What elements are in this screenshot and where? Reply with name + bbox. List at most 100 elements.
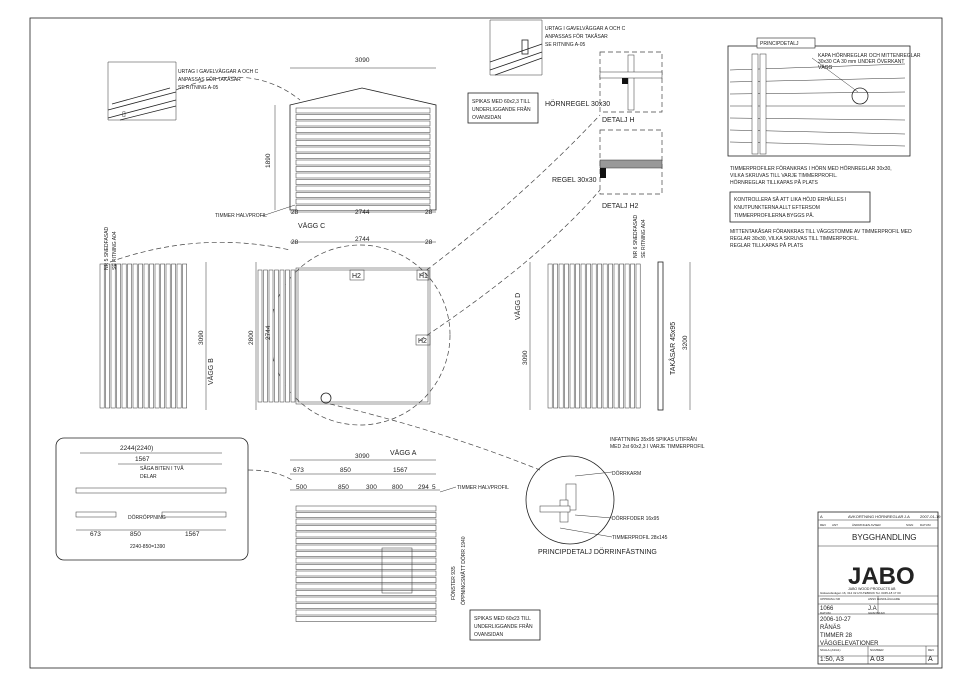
wall-d-board bbox=[569, 263, 575, 409]
datum: 2006-10-27 bbox=[820, 617, 851, 623]
title-block bbox=[817, 511, 939, 665]
wall-d-board bbox=[597, 263, 602, 409]
wall-c-board bbox=[295, 107, 431, 114]
wall-d-board bbox=[619, 263, 624, 409]
dim-800: 800 bbox=[392, 484, 403, 491]
wall-a-board bbox=[295, 564, 437, 570]
upp-nr-label: UPPDRAG NR bbox=[820, 597, 841, 601]
principdetalj-title: PRINCIPDETALJ bbox=[760, 41, 799, 47]
dorr-detail-circle bbox=[525, 455, 615, 545]
project-name: RÅNÄS bbox=[820, 624, 841, 631]
wall-b-board bbox=[110, 263, 116, 409]
dim-2744-a: 2744 bbox=[355, 209, 370, 216]
wall-b-board bbox=[176, 263, 182, 409]
dim-2744-b: 2744 bbox=[355, 236, 370, 243]
wall-a-board bbox=[295, 609, 437, 616]
wall-b-board bbox=[268, 269, 274, 403]
wall-b-board bbox=[138, 263, 143, 409]
timmer-note-3: HÖRNREGLAR TILLKAPAS PÅ PLATS bbox=[730, 179, 818, 186]
blad: A bbox=[928, 656, 933, 663]
kontroll-note-2: KNUTPUNKTERNA ALLT EFTERSOM bbox=[734, 205, 820, 211]
urtag-note-center-2: ANPASSAS FÖR TAKÅSAR bbox=[545, 33, 608, 40]
skala-label: SKALA (A3/A1) bbox=[820, 648, 841, 652]
wall-b-board bbox=[154, 263, 160, 409]
wall-b-board bbox=[160, 263, 165, 409]
spikas-bottom-1: SPIKAS MED 60x23 TILL bbox=[474, 616, 531, 622]
vagg-b-elevation bbox=[99, 263, 296, 409]
vagg-a-elevation bbox=[295, 505, 437, 622]
principdetalj-detail bbox=[727, 37, 911, 157]
wall-a-board bbox=[295, 577, 437, 583]
principdetalj-note-2: 30x30 CA 30 mm UNDER ÖVERKANT bbox=[818, 58, 904, 65]
project-line2: TIMMER 28 bbox=[820, 633, 853, 639]
saga-2244: 2244(2240) bbox=[120, 445, 153, 452]
detalj-h-label: DETALJ H bbox=[602, 117, 635, 124]
wall-a-board bbox=[295, 570, 437, 577]
nr5-note-2: SE RITNING A04 bbox=[112, 231, 118, 270]
wall-d-board bbox=[580, 263, 586, 409]
wall-d-board bbox=[635, 263, 641, 409]
dim-673: 673 bbox=[293, 467, 304, 474]
saga-850: 850 bbox=[130, 531, 141, 538]
principdetalj-dorr-title: PRINCIPDETALJ DÖRRINFÄSTNING bbox=[538, 548, 657, 556]
mitten-note-3: REGLAR TILLKAPAS PÅ PLATS bbox=[730, 242, 804, 249]
wall-b-board bbox=[165, 263, 171, 409]
saga-delar: DELAR bbox=[140, 474, 157, 480]
wall-c-board bbox=[295, 179, 431, 185]
granskad-label: GRANSKAD bbox=[868, 611, 886, 615]
wall-c-board bbox=[295, 153, 431, 159]
bygghandling-label: BYGGHANDLING bbox=[852, 533, 916, 542]
dim-2800: 2800 bbox=[248, 330, 255, 345]
detalj-h2-label: DETALJ H2 bbox=[602, 203, 639, 210]
spikas-box-top bbox=[467, 92, 539, 124]
saga-dorroppning: DÖRRÖPPNING bbox=[128, 514, 166, 521]
wall-a-board bbox=[295, 583, 437, 590]
wall-c-board bbox=[295, 140, 431, 146]
kontroll-note-1: KONTROLLERA SÅ ATT LIKA HÖJD ERHÅLLES I bbox=[734, 196, 846, 203]
nummer-label: NUMMER bbox=[870, 648, 884, 652]
wall-d-board bbox=[602, 263, 608, 409]
principdetalj-note-3: VÄGG bbox=[818, 64, 833, 71]
jabo-logo: JABO bbox=[848, 563, 915, 590]
wall-a-board bbox=[295, 616, 437, 622]
saga-1567b: 1567 bbox=[185, 531, 200, 538]
nr6-note-1: NR 6 SNEDFASAD bbox=[633, 215, 639, 258]
vagg-d-label: VÄGG D bbox=[514, 293, 522, 320]
ansv: J.A bbox=[868, 606, 877, 612]
dim-2744-v: 2744 bbox=[265, 325, 272, 340]
dim-1890: 1890 bbox=[265, 153, 272, 168]
wall-b-board bbox=[105, 263, 110, 409]
rev-hdr-sign: SIGN bbox=[906, 523, 913, 527]
h-label-3: H2 bbox=[418, 338, 427, 345]
wall-b-board bbox=[274, 269, 279, 403]
company-name: JABO WOOD PRODUCTS AB bbox=[848, 587, 896, 591]
wall-c-board bbox=[295, 159, 431, 166]
skala: 1:50, A3 bbox=[820, 656, 844, 663]
wall-a-board bbox=[295, 590, 437, 596]
wall-c-board bbox=[295, 120, 431, 127]
wall-d-board bbox=[586, 263, 591, 409]
wall-c-board bbox=[295, 127, 431, 133]
hornregel-label: HÖRNREGEL 30x30 bbox=[545, 100, 610, 108]
timmer-note-1: TIMMERPROFILER FÖRANKRAS I HÖRN MED HÖRN… bbox=[730, 165, 892, 172]
wall-a-board bbox=[295, 512, 437, 518]
wall-b-board bbox=[279, 269, 285, 403]
dim-28-c: 28 bbox=[291, 239, 299, 246]
urtag-note-center-3: SE RITNING A-05 bbox=[545, 42, 586, 48]
wall-b-board bbox=[257, 269, 263, 403]
blad-label: REV bbox=[928, 648, 934, 652]
dim-850: 850 bbox=[340, 467, 351, 474]
vagg-b-label: VÄGG B bbox=[207, 358, 215, 385]
wall-b-board bbox=[99, 263, 105, 409]
wall-b-board bbox=[127, 263, 132, 409]
wall-d-board bbox=[608, 263, 613, 409]
wall-b-board bbox=[132, 263, 138, 409]
wall-a-board bbox=[295, 551, 437, 557]
wall-a-board bbox=[295, 538, 437, 544]
rev-sign: J.A bbox=[904, 514, 910, 519]
kontroll-box bbox=[729, 191, 871, 223]
wall-d-board bbox=[564, 263, 569, 409]
wall-c-board bbox=[295, 146, 431, 153]
wall-b-board bbox=[121, 263, 127, 409]
dim-1567: 1567 bbox=[393, 467, 408, 474]
